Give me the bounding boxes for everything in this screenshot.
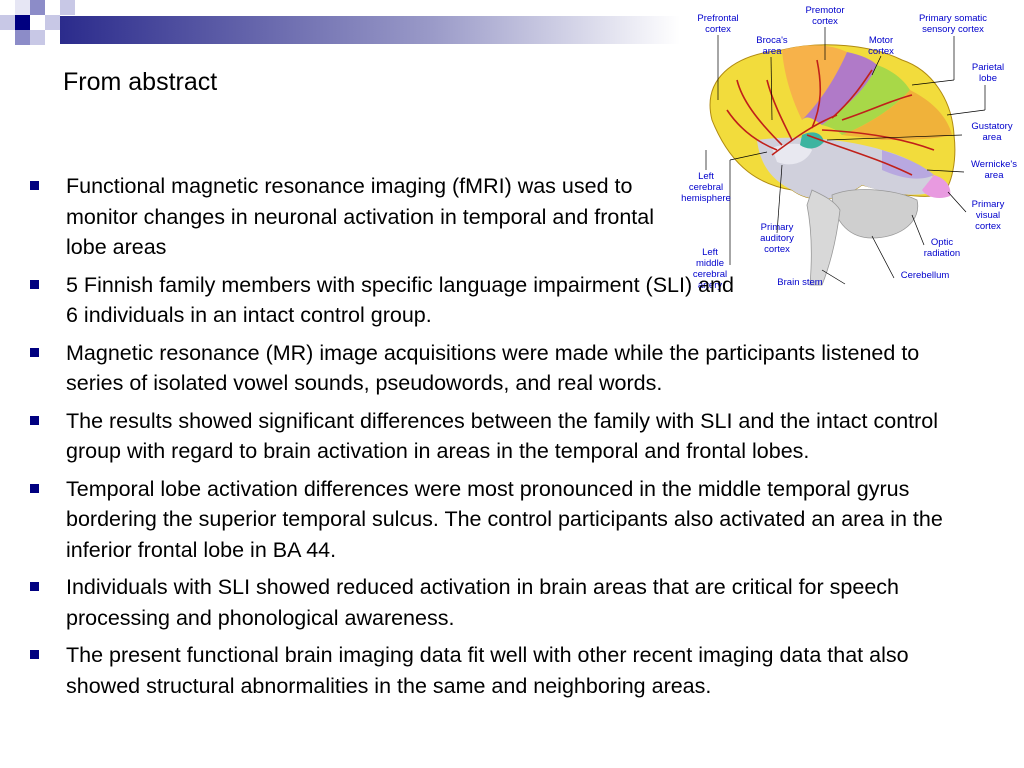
bullet-list: Functional magnetic resonance imaging (f… <box>30 171 970 708</box>
label-somatic: sensory cortex <box>922 24 984 35</box>
label-left-hemisphere: hemisphere <box>681 193 731 204</box>
label-gustatory: Gustatory <box>971 121 1012 132</box>
label-brainstem: Brain stem <box>777 277 822 288</box>
visual-region <box>922 175 951 198</box>
bullet-marker <box>30 415 39 425</box>
label-optic: radiation <box>924 248 960 259</box>
bullet-item: Magnetic resonance (MR) image acquisitio… <box>30 338 970 399</box>
label-cerebellum: Cerebellum <box>901 270 950 281</box>
parietal-region <box>842 90 952 140</box>
deco-square <box>30 0 45 15</box>
bullet-item: Temporal lobe activation differences wer… <box>30 474 970 566</box>
label-visual: cortex <box>975 221 1001 232</box>
label-gustatory: area <box>982 132 1002 143</box>
label-broca: Broca's <box>756 35 788 46</box>
deco-square <box>0 15 15 30</box>
bullet-marker <box>30 279 39 289</box>
bullet-text: The present functional brain imaging dat… <box>66 643 909 698</box>
label-somatic: Primary somatic <box>919 13 987 24</box>
bullet-text: Magnetic resonance (MR) image acquisitio… <box>66 340 920 396</box>
bullet-text: Functional magnetic resonance imaging (f… <box>66 174 655 259</box>
bullet-item: Functional magnetic resonance imaging (f… <box>30 171 970 263</box>
somatic-region <box>822 65 910 135</box>
deco-square <box>45 0 60 15</box>
label-visual: Primary <box>972 199 1005 210</box>
label-auditory: auditory <box>760 233 794 244</box>
figure-labels: Prefrontal cortex Premotor cortex Broca'… <box>681 5 1017 291</box>
label-left-hemisphere: Left <box>698 171 714 182</box>
label-auditory: cortex <box>764 244 790 255</box>
bullet-item: The present functional brain imaging dat… <box>30 640 970 701</box>
leader-lines <box>705 27 986 285</box>
label-motor: cortex <box>868 46 894 57</box>
deco-square <box>15 15 30 30</box>
label-middle-artery: artery <box>698 280 723 291</box>
cerebellum-shape <box>831 189 919 239</box>
artery-lines <box>726 59 935 176</box>
label-prefrontal: cortex <box>705 24 731 35</box>
header-decoration <box>0 0 680 45</box>
bullet-text: The results showed significant differenc… <box>66 408 939 464</box>
label-premotor: cortex <box>812 16 838 27</box>
label-auditory: Primary <box>761 222 794 233</box>
label-broca: area <box>762 46 782 57</box>
premotor-region <box>782 45 847 120</box>
label-wernicke: area <box>984 170 1004 181</box>
brain-diagram: Prefrontal cortex Premotor cortex Broca'… <box>681 5 1017 291</box>
deco-square <box>45 15 60 30</box>
bullet-marker <box>30 181 39 190</box>
label-parietal: Parietal <box>972 62 1004 73</box>
label-prefrontal: Prefrontal <box>697 13 738 24</box>
deco-square <box>0 30 15 45</box>
label-middle-artery: middle <box>696 258 724 269</box>
bullet-text: 5 Finnish family members with specific l… <box>66 272 734 328</box>
bullet-marker <box>30 582 39 591</box>
bullet-item: Individuals with SLI showed reduced acti… <box>30 572 970 633</box>
label-parietal: lobe <box>979 73 997 84</box>
bullet-marker <box>30 650 39 659</box>
label-wernicke: Wernicke's <box>971 159 1017 170</box>
deco-square <box>15 0 30 15</box>
bullet-item: The results showed significant differenc… <box>30 406 970 467</box>
slide-title: From abstract <box>63 68 218 96</box>
deco-square <box>0 0 15 15</box>
header-gradient-bar <box>60 16 680 44</box>
bullet-marker <box>30 483 39 493</box>
label-middle-artery: Left <box>702 247 718 258</box>
label-premotor: Premotor <box>805 5 844 16</box>
brainstem-shape <box>806 189 841 286</box>
gustatory-region <box>800 132 824 149</box>
auditory-region <box>772 143 812 165</box>
bullet-text: Individuals with SLI showed reduced acti… <box>66 575 899 630</box>
label-left-hemisphere: cerebral <box>689 182 723 193</box>
motor-region <box>802 52 877 125</box>
label-optic: Optic <box>931 237 953 248</box>
label-motor: Motor <box>869 35 893 46</box>
deco-square <box>15 30 30 45</box>
bullet-item: 5 Finnish family members with specific l… <box>30 270 970 331</box>
label-middle-artery: cerebral <box>693 269 727 280</box>
deco-square <box>60 0 75 15</box>
deco-square <box>30 30 45 45</box>
bullet-marker <box>30 347 39 357</box>
wernicke-region <box>882 150 934 179</box>
bullet-text: Temporal lobe activation differences wer… <box>66 476 943 562</box>
label-visual: visual <box>976 210 1000 221</box>
